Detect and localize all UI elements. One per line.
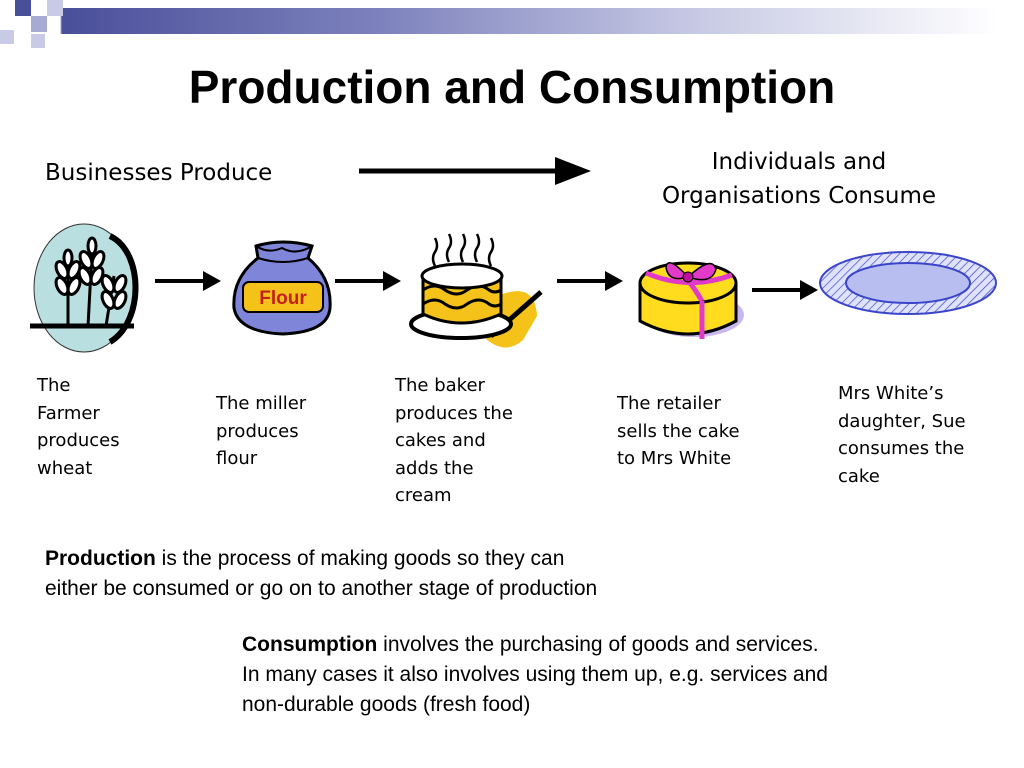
stage-caption-retailer: The retailer sells the cake to Mrs White — [617, 390, 740, 473]
stage-caption-miller: The miller produces flour — [216, 390, 306, 473]
caption-line: to Mrs White — [617, 445, 740, 473]
plate-icon — [818, 250, 998, 316]
gift-cake-box-icon — [632, 247, 752, 347]
stage-caption-baker: The baker produces the cakes and adds th… — [395, 372, 513, 510]
stage-caption-consumer: Mrs White’s daughter, Sue consumes the c… — [838, 380, 966, 490]
caption-line: adds the — [395, 455, 513, 483]
page-title: Production and Consumption — [0, 60, 1024, 114]
stage-caption-farmer: The Farmer produces wheat — [37, 372, 120, 482]
production-term: Production — [45, 547, 156, 570]
consumption-definition: Consumption involves the purchasing of g… — [242, 630, 828, 720]
flow-arrow-2 — [333, 268, 403, 294]
production-definition: Production is the process of making good… — [45, 544, 597, 604]
flour-sack-icon: Flour — [228, 238, 338, 338]
businesses-produce-label: Businesses Produce — [45, 160, 272, 186]
flour-label-text: Flour — [259, 288, 307, 309]
wheat-icon — [26, 222, 144, 354]
caption-line: Farmer — [37, 400, 120, 428]
decor-square — [15, 0, 31, 16]
caption-line: Mrs White’s — [838, 380, 966, 408]
caption-line: daughter, Sue — [838, 408, 966, 436]
production-text: is the process of making goods so they c… — [156, 547, 565, 570]
caption-line: The retailer — [617, 390, 740, 418]
caption-line: consumes the — [838, 435, 966, 463]
caption-line: produces — [216, 418, 306, 446]
decor-square — [31, 34, 45, 48]
consumers-label: Individuals and Organisations Consume — [640, 145, 958, 213]
caption-line: cream — [395, 482, 513, 510]
caption-line: The baker — [395, 372, 513, 400]
caption-line: sells the cake — [617, 418, 740, 446]
consumption-term: Consumption — [242, 633, 377, 656]
consumers-label-line1: Individuals and — [640, 145, 958, 179]
caption-line: cake — [838, 463, 966, 491]
caption-line: flour — [216, 445, 306, 473]
caption-line: wheat — [37, 455, 120, 483]
caption-line: produces the — [395, 400, 513, 428]
consumption-definition-line3: non-durable goods (fresh food) — [242, 690, 828, 720]
production-definition-line1: Production is the process of making good… — [45, 544, 597, 574]
caption-line: The miller — [216, 390, 306, 418]
flow-arrow-4 — [750, 277, 820, 303]
consumption-text: involves the purchasing of goods and ser… — [377, 633, 818, 656]
caption-line: produces — [37, 427, 120, 455]
decor-square — [31, 16, 47, 32]
cake-icon — [405, 228, 545, 354]
caption-line: The — [37, 372, 120, 400]
decor-square — [47, 0, 63, 16]
main-flow-arrow — [355, 155, 595, 187]
decor-square — [0, 30, 14, 44]
header-gradient-bar — [0, 8, 1024, 34]
caption-line: cakes and — [395, 427, 513, 455]
consumers-label-line2: Organisations Consume — [640, 179, 958, 213]
flow-arrow-3 — [555, 268, 625, 294]
production-definition-line2: either be consumed or go on to another s… — [45, 574, 597, 604]
consumption-definition-line1: Consumption involves the purchasing of g… — [242, 630, 828, 660]
consumption-definition-line2: In many cases it also involves using the… — [242, 660, 828, 690]
flow-arrow-1 — [153, 268, 223, 294]
